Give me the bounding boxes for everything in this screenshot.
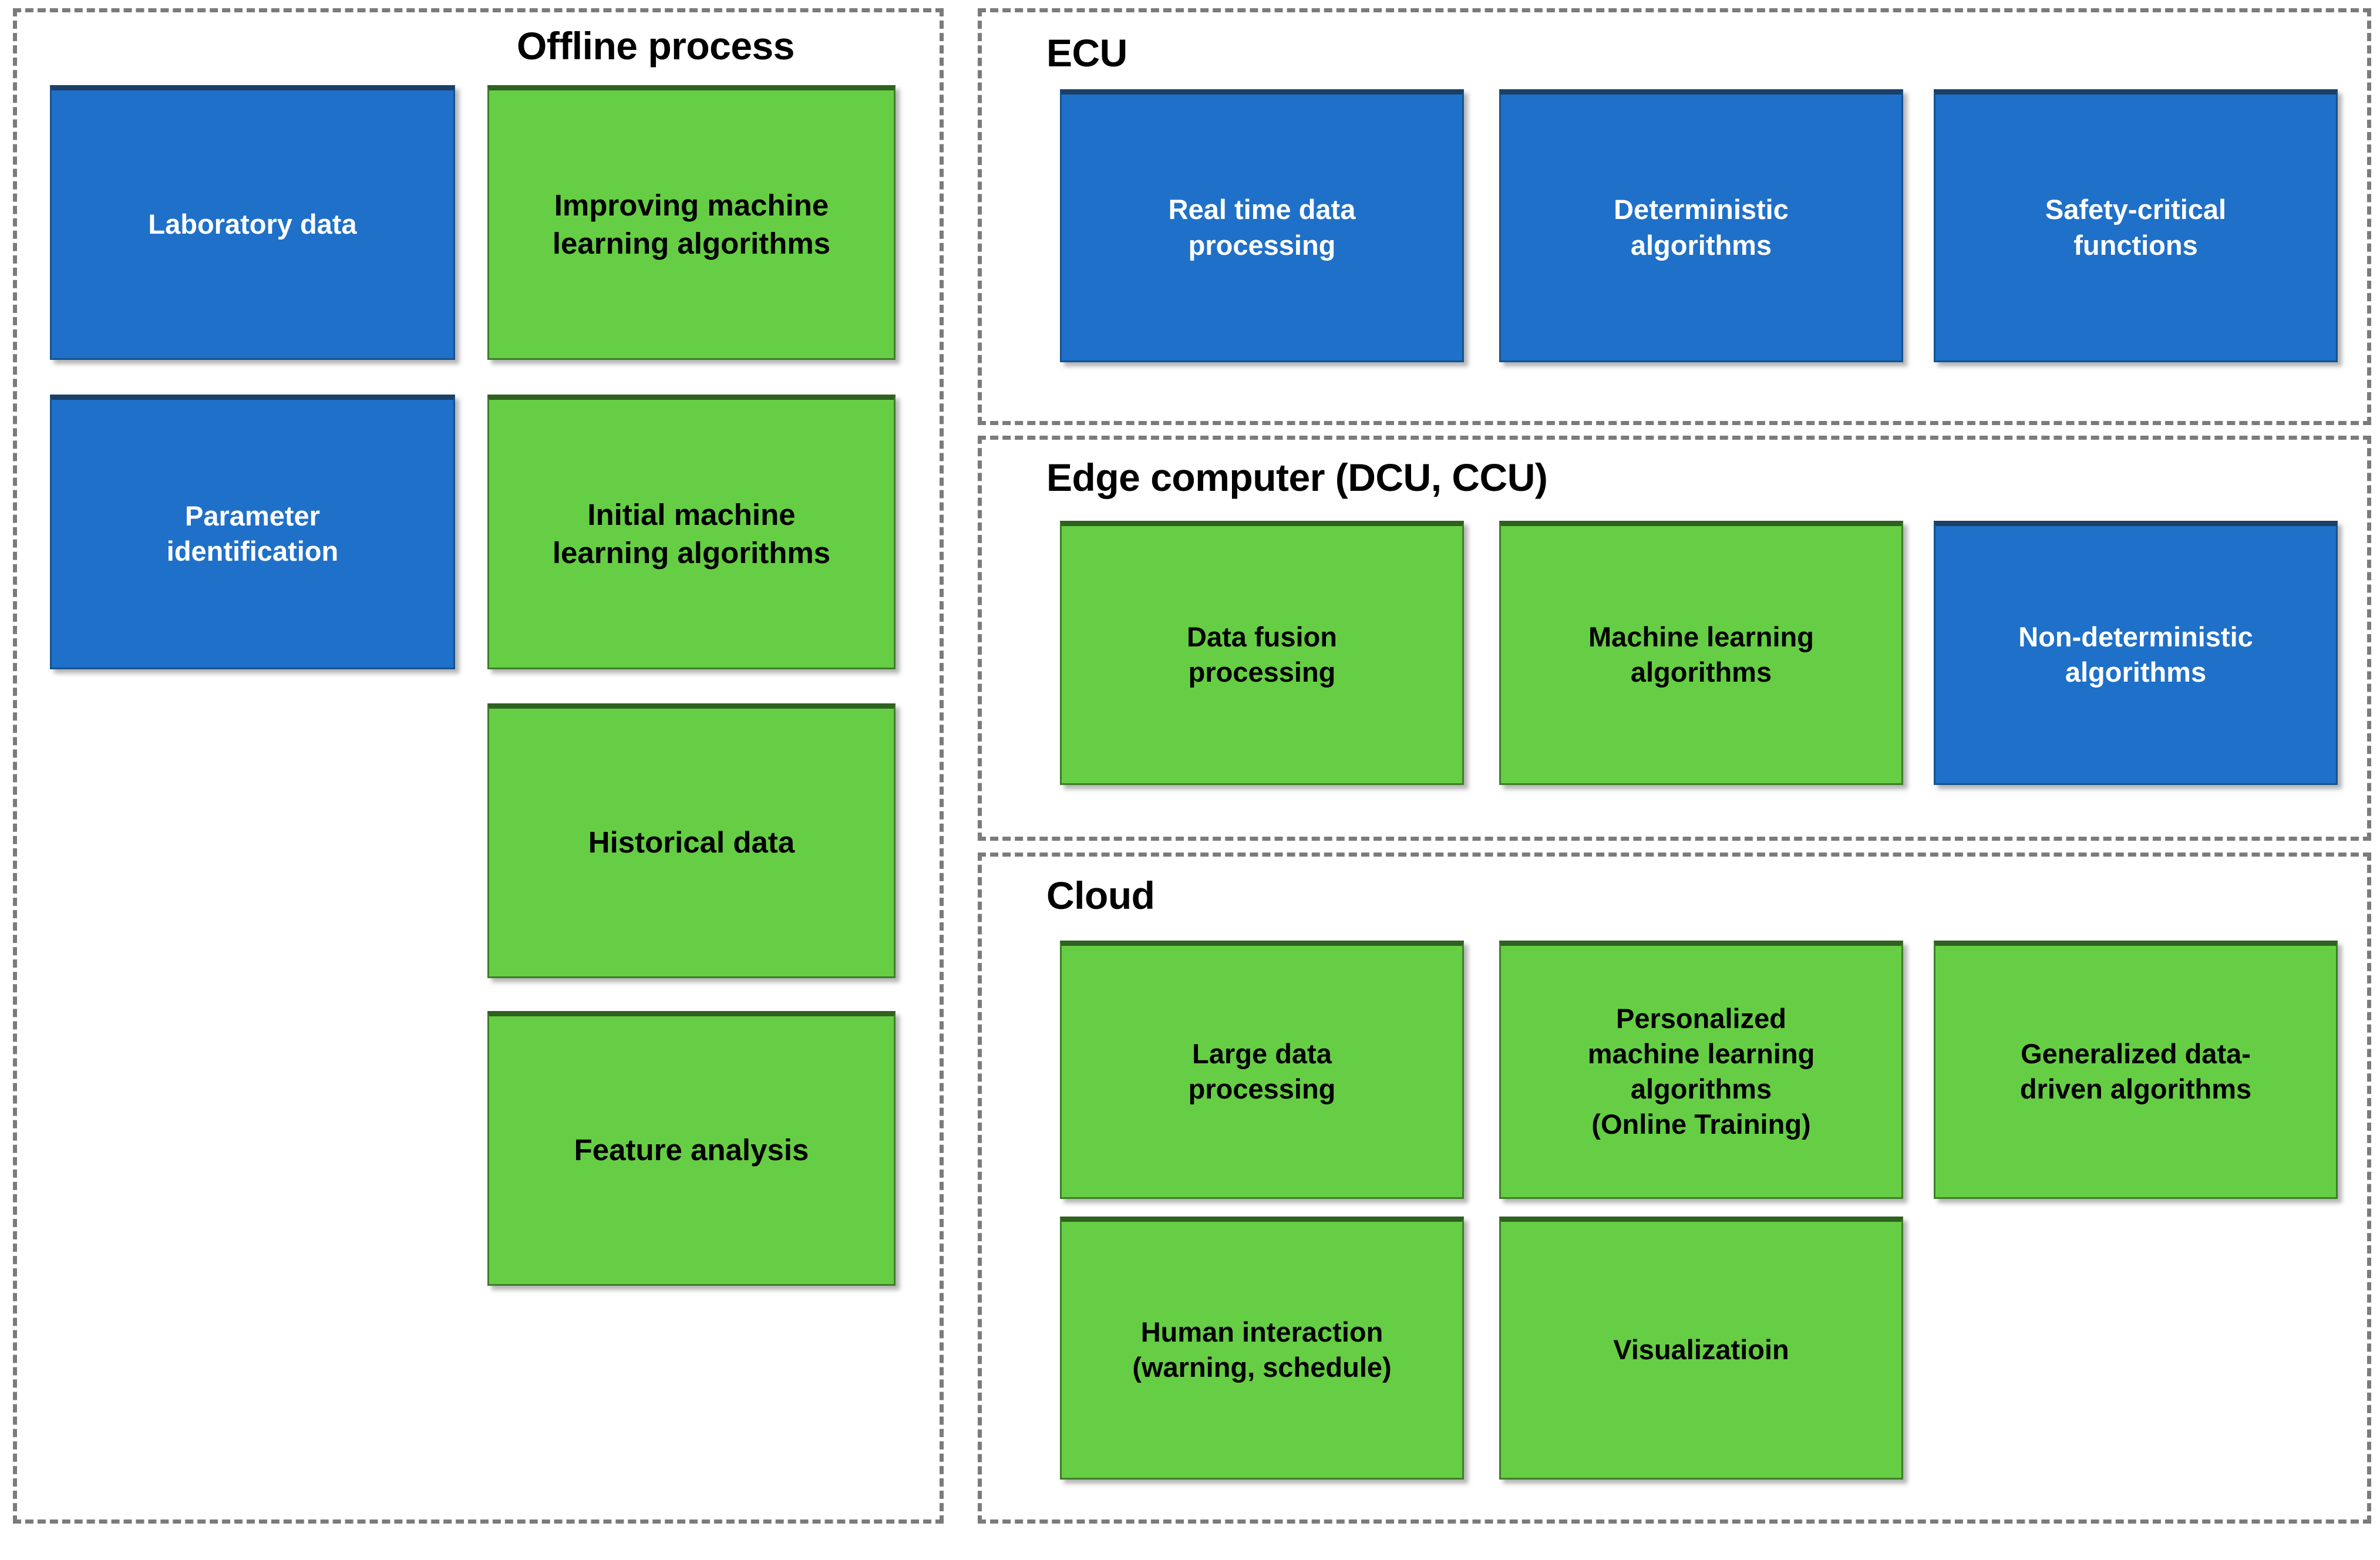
box-laboratory-data-label: Laboratory data bbox=[148, 208, 357, 240]
box-generalized-data-driven-algorithms-label: Generalized data-driven algorithms bbox=[2019, 1037, 2252, 1104]
box-visualization[interactable]: Visualizatioin bbox=[1499, 1217, 1903, 1480]
box-human-interaction[interactable]: Human interaction(warning, schedule) bbox=[1060, 1217, 1464, 1480]
box-laboratory-data[interactable]: Laboratory data bbox=[50, 85, 455, 360]
cloud-title: Cloud bbox=[1046, 874, 1155, 917]
ecu-panel bbox=[978, 8, 2371, 425]
box-generalized-data-driven-algorithms[interactable]: Generalized data-driven algorithms bbox=[1934, 941, 2338, 1199]
box-feature-analysis[interactable]: Feature analysis bbox=[487, 1011, 896, 1286]
box-historical-data[interactable]: Historical data bbox=[487, 703, 896, 978]
box-historical-data-label: Historical data bbox=[588, 826, 795, 860]
cloud-panel bbox=[978, 853, 2371, 1524]
edge-computer-title: Edge computer (DCU, CCU) bbox=[1046, 456, 1548, 499]
box-human-interaction-label: Human interaction(warning, schedule) bbox=[1132, 1316, 1392, 1383]
ecu-title: ECU bbox=[1046, 31, 1127, 75]
offline-process-panel bbox=[13, 8, 944, 1524]
box-visualization-label: Visualizatioin bbox=[1613, 1333, 1789, 1365]
edge-computer-panel bbox=[978, 436, 2371, 841]
box-feature-analysis-label: Feature analysis bbox=[574, 1133, 809, 1167]
offline-process-title: Offline process bbox=[517, 24, 795, 68]
